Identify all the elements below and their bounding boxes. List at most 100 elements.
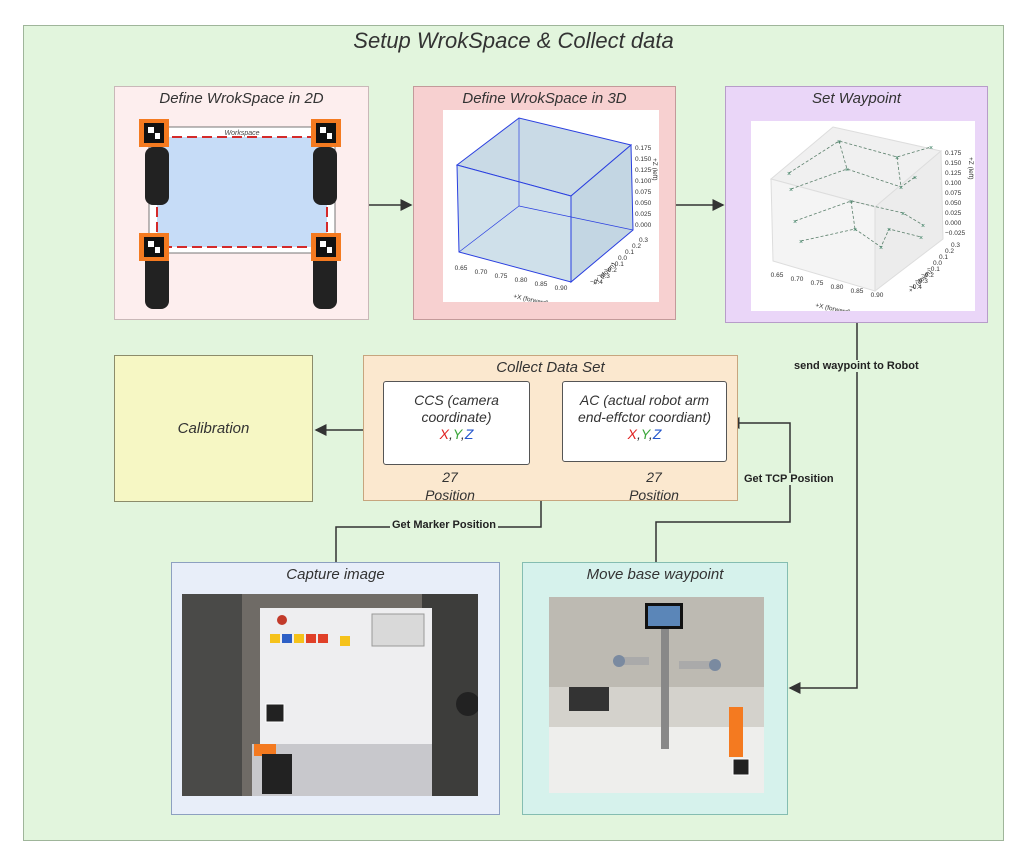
x-tick-label: 0.85 — [535, 281, 548, 288]
panel-capture-image: Capture image — [171, 562, 500, 815]
robot-photo — [549, 597, 764, 793]
y-tick-label: −0.3 — [915, 278, 928, 285]
comma: , — [448, 426, 453, 442]
svg-text:×: × — [849, 199, 853, 206]
x-axis-ticks: 0.650.700.750.800.850.90 — [771, 272, 884, 299]
laptop — [371, 613, 425, 647]
z-tick-label: 0.100 — [635, 178, 652, 185]
aruco-marker — [732, 758, 750, 776]
panel-2d-title: Define WrokSpace in 2D — [159, 90, 324, 107]
y-tick-label: −0.3 — [597, 273, 610, 280]
y-label: Y — [452, 426, 461, 442]
z-tick-label: 0.050 — [635, 200, 652, 207]
panel-collect-data-set: Collect Data Set CCS (camera coordinate)… — [363, 355, 738, 504]
z-label: Z — [652, 426, 662, 442]
ac-position-label: Position — [629, 487, 679, 503]
panel-move-base-waypoint: Move base waypoint — [522, 562, 788, 815]
z-label: Z — [464, 426, 474, 442]
svg-text:×: × — [901, 211, 905, 218]
z-tick-label: 0.150 — [945, 160, 962, 167]
waypoint-3d-plot: ×××× ×××× ×××× ××××× 0.650.700.750.800.8… — [769, 126, 974, 316]
z-axis-label: +Z (left) — [967, 157, 974, 180]
ac-box: AC (actual robot arm end-effctor coordia… — [562, 381, 727, 462]
y-tick-label: 0.1 — [625, 249, 634, 256]
y-tick-label: 0.1 — [939, 254, 948, 261]
ccs-position-label: Position — [425, 487, 475, 503]
z-tick-label: 0.150 — [635, 156, 652, 163]
x-tick-label: 0.65 — [455, 265, 468, 272]
robot-arm-top-right — [313, 147, 337, 205]
x-tick-label: 0.65 — [771, 272, 784, 279]
z-tick-label: 0.075 — [635, 189, 652, 196]
svg-text:×: × — [895, 155, 899, 162]
end-effector — [729, 707, 743, 757]
x-tick-label: 0.70 — [791, 276, 804, 283]
svg-text:×: × — [799, 239, 803, 246]
ac-count: 27 Position — [594, 468, 714, 504]
z-tick-label: 0.000 — [945, 220, 962, 227]
y-tick-label: −0.1 — [611, 261, 624, 268]
waypoint-paths — [788, 140, 932, 248]
y-tick-label: 0.0 — [933, 260, 942, 267]
arrow-get-tcp — [655, 417, 791, 562]
z-tick-label: 0.100 — [945, 180, 962, 187]
ccs-box: CCS (camera coordinate) X,Y,Z — [383, 381, 530, 465]
calibration-box: Calibration — [114, 355, 313, 502]
x-label: X — [439, 426, 449, 442]
ccs-xyz: X,Y,Z — [384, 426, 529, 443]
x-tick-label: 0.90 — [871, 292, 884, 299]
y-tick-label: 0.2 — [945, 248, 954, 255]
z-axis-ticks: 0.1750.1500.1250.1000.0750.0500.0250.000… — [945, 150, 965, 237]
diagram-title: Setup WrokSpace & Collect data — [353, 28, 674, 53]
ac-count-value: 27 — [646, 469, 662, 485]
x-axis-label: +X (forward) — [815, 302, 852, 311]
send-waypoint-label: send waypoint to Robot — [792, 360, 921, 372]
svg-text:×: × — [921, 223, 925, 230]
svg-text:×: × — [887, 227, 891, 234]
ac-text: AC (actual robot arm end-effctor coordia… — [577, 392, 712, 425]
y-tick-label: 0.3 — [951, 242, 960, 249]
x-tick-label: 0.75 — [495, 273, 508, 280]
svg-text:×: × — [787, 171, 791, 178]
z-tick-label: 0.025 — [635, 211, 652, 218]
y-tick-label: 0.2 — [632, 243, 641, 250]
svg-text:×: × — [789, 187, 793, 194]
z-tick-label: 0.125 — [635, 167, 652, 174]
z-tick-label: −0.025 — [945, 230, 965, 237]
panel-waypoint-title: Set Waypoint — [812, 90, 901, 107]
comma: , — [636, 426, 641, 442]
z-tick-label: 0.175 — [635, 145, 652, 152]
x-tick-label: 0.85 — [851, 288, 864, 295]
y-tick-label: −0.2 — [604, 267, 617, 274]
workspace-area — [156, 136, 328, 248]
svg-text:×: × — [837, 139, 841, 146]
x-tick-label: 0.80 — [831, 284, 844, 291]
robot-arm — [262, 754, 292, 794]
robot-arm-top-left — [145, 147, 169, 205]
svg-text:×: × — [913, 175, 917, 182]
workspace-2d-illustration: Workspace — [139, 119, 341, 309]
svg-text:×: × — [853, 227, 857, 234]
svg-text:×: × — [899, 185, 903, 192]
z-axis-label: +Z (left) — [651, 158, 658, 181]
panel-define-workspace-2d: Define WrokSpace in 2D Workspace — [114, 86, 369, 320]
x-label: X — [627, 426, 637, 442]
z-tick-label: 0.050 — [945, 200, 962, 207]
aruco-marker — [265, 703, 285, 723]
z-tick-label: 0.075 — [945, 190, 962, 197]
get-marker-label: Get Marker Position — [390, 519, 498, 531]
panel-3d-title: Define WrokSpace in 3D — [462, 90, 627, 107]
svg-text:×: × — [929, 145, 933, 152]
svg-text:×: × — [793, 219, 797, 226]
robot-arm-bottom-right — [313, 249, 337, 309]
y-axis-label: +Y (down) — [591, 261, 617, 287]
ccs-count-value: 27 — [442, 469, 458, 485]
z-tick-label: 0.175 — [945, 150, 962, 157]
y-tick-label: −0.4 — [590, 279, 603, 286]
y-tick-label: 0.0 — [618, 255, 627, 262]
calibration-label: Calibration — [177, 420, 250, 437]
y-label: Y — [640, 426, 649, 442]
